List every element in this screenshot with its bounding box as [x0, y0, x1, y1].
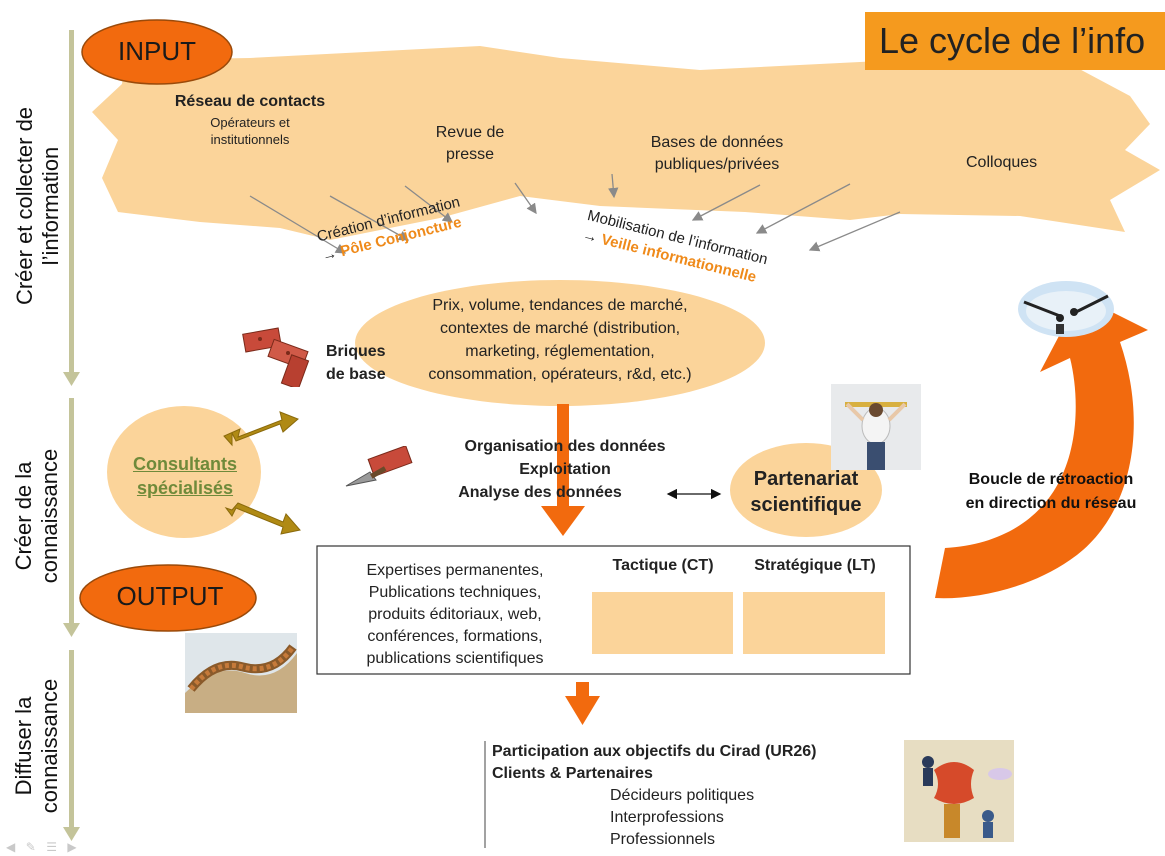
participation-block: Participation aux objectifs du Cirad (UR… [492, 743, 817, 848]
phase-arrows [63, 30, 80, 841]
pen-icon[interactable]: ✎ [25, 840, 36, 854]
feedback-label: Boucle de rétroaction en direction du ré… [965, 471, 1137, 512]
side-label-create-collect: Créer et collecter de l’information [12, 106, 63, 306]
input-label: INPUT [118, 36, 196, 66]
consultants-oval [107, 406, 261, 538]
bricks-icon [242, 327, 310, 387]
partenariat-label: Partenariat scientifique [750, 468, 862, 516]
strategique-cell [743, 592, 885, 654]
output-list: Expertises permanentes, Publications tec… [366, 562, 544, 667]
slide-nav[interactable]: ◀ ✎ ☰ ▶ [6, 838, 83, 856]
consultant-arrows [223, 411, 301, 535]
page-title: Le cycle de l’info [865, 12, 1165, 70]
briques-label: Briques de base [326, 343, 386, 383]
trowel-icon [345, 446, 413, 487]
menu-icon[interactable]: ☰ [46, 840, 57, 854]
down-arrow-main [541, 404, 585, 536]
source-colloques: Colloques [966, 154, 1038, 171]
tactique-label: Tactique (CT) [612, 557, 714, 574]
next-slide-icon[interactable]: ▶ [67, 840, 77, 854]
source-contacts: Réseau de contacts Opérateurs et institu… [174, 93, 326, 147]
side-label-create-knowledge: Créer de la connaissance [11, 448, 62, 584]
source-databases: Bases de données publiques/privées [650, 134, 784, 173]
worker-icon [831, 384, 921, 470]
market-oval-text: Prix, volume, tendances de marché, conte… [428, 297, 692, 383]
input-band [92, 46, 1160, 240]
feedback-arrow [935, 296, 1148, 599]
input-oval [81, 19, 233, 85]
processing-text: Organisation des données Exploitation An… [458, 438, 666, 501]
tactique-cell [592, 592, 733, 654]
source-press: Revue de presse [435, 124, 505, 163]
puzzle-people-icon [904, 740, 1014, 842]
output-label: OUTPUT [116, 581, 224, 611]
great-wall-icon [185, 633, 297, 713]
market-oval [355, 280, 765, 406]
down-arrow-small [565, 682, 600, 725]
strategique-label: Stratégique (LT) [754, 557, 876, 574]
source-arrows [249, 173, 901, 254]
side-label-diffuse: Diffuser la connaissance [11, 678, 62, 814]
consultants-link[interactable]: Consultants spécialisés [132, 454, 237, 498]
prev-slide-icon[interactable]: ◀ [6, 840, 16, 854]
acrobats-icon [1018, 281, 1114, 337]
output-oval [79, 564, 257, 632]
